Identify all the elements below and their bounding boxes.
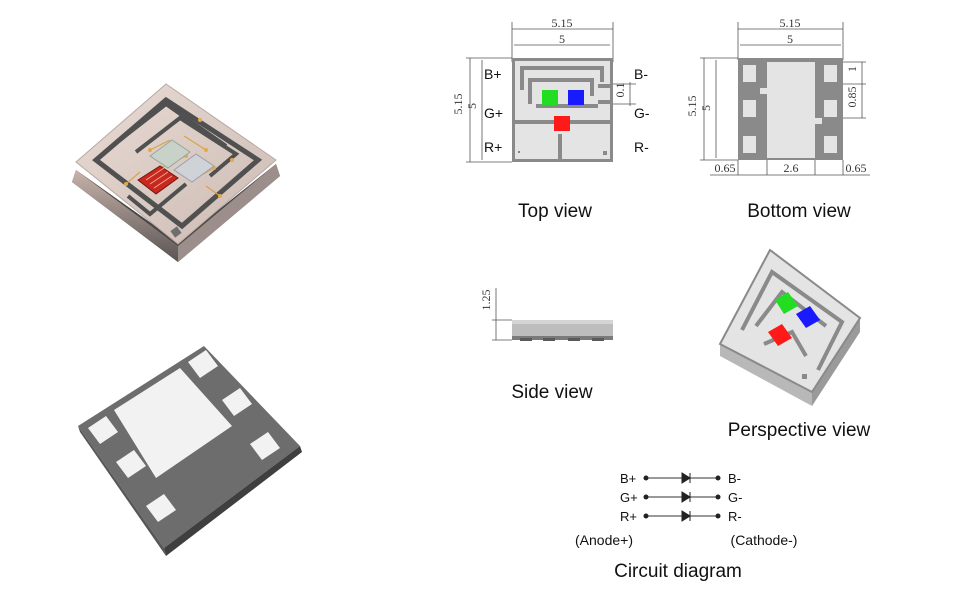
bottom-dim-right-mid: 0.85 (845, 87, 859, 108)
bottom-view-caption: Bottom view (747, 201, 851, 222)
perspective-red-chip (768, 324, 792, 346)
circuit-cathode-g: G- (728, 490, 742, 505)
diode-symbols (681, 472, 691, 522)
top-view: 5.15 5 5.15 5 0.1 B+ G+ R+ B- (451, 16, 650, 222)
circuit-diagram: B+ G+ R+ B- G- R- (Anode+) (Cathode-) Ci… (575, 471, 797, 582)
top-dim-left-outer: 5.15 (451, 94, 465, 115)
top-dim-gap: 0.1 (613, 83, 627, 98)
pin-b-minus: B- (634, 66, 648, 82)
bottom-dim-inner: 5 (787, 32, 793, 46)
bottom-dim-right-pad: 0.65 (846, 161, 867, 175)
cathode-label: (Cathode-) (731, 532, 798, 548)
perspective-blue-chip (796, 306, 820, 328)
side-view: 1.25 Side view (479, 288, 613, 403)
side-dim-height: 1.25 (479, 290, 493, 311)
pin-r-plus: R+ (484, 139, 502, 155)
perspective-view: Perspective view (718, 248, 871, 441)
pin-g-plus: G+ (484, 105, 503, 121)
circuit-anode-g: G+ (620, 490, 638, 505)
red-chip (554, 116, 570, 131)
bottom-dim-center: 2.6 (784, 161, 799, 175)
anode-label: (Anode+) (575, 532, 633, 548)
perspective-green-chip (775, 292, 798, 314)
led-photo-bottom (78, 346, 302, 556)
circuit-anode-r: R+ (620, 509, 637, 524)
circuit-anode-b: B+ (620, 471, 636, 486)
bottom-dim-outer: 5.15 (780, 16, 801, 30)
top-dim-outer: 5.15 (552, 16, 573, 30)
top-dim-inner: 5 (559, 32, 565, 46)
blue-chip (568, 90, 584, 105)
top-dim-left-inner: 5 (465, 103, 479, 109)
side-view-caption: Side view (511, 382, 593, 403)
bottom-view: 5.15 5 5.15 5 1 0.85 0.65 2.6 0.65 (685, 16, 870, 222)
bottom-dim-left-pad: 0.65 (715, 161, 736, 175)
bottom-dim-right-top: 1 (845, 66, 859, 72)
pin-g-minus: G- (634, 105, 650, 121)
circuit-cathode-b: B- (728, 471, 741, 486)
pin-r-minus: R- (634, 139, 649, 155)
top-view-caption: Top view (518, 201, 592, 222)
bottom-dim-left-inner: 5 (699, 105, 713, 111)
green-chip (542, 90, 558, 105)
circuit-caption: Circuit diagram (614, 561, 742, 582)
bottom-dim-left-outer: 5.15 (685, 96, 699, 117)
led-photo-top (72, 83, 280, 262)
perspective-view-caption: Perspective view (728, 420, 871, 441)
circuit-cathode-r: R- (728, 509, 742, 524)
pin-b-plus: B+ (484, 66, 502, 82)
